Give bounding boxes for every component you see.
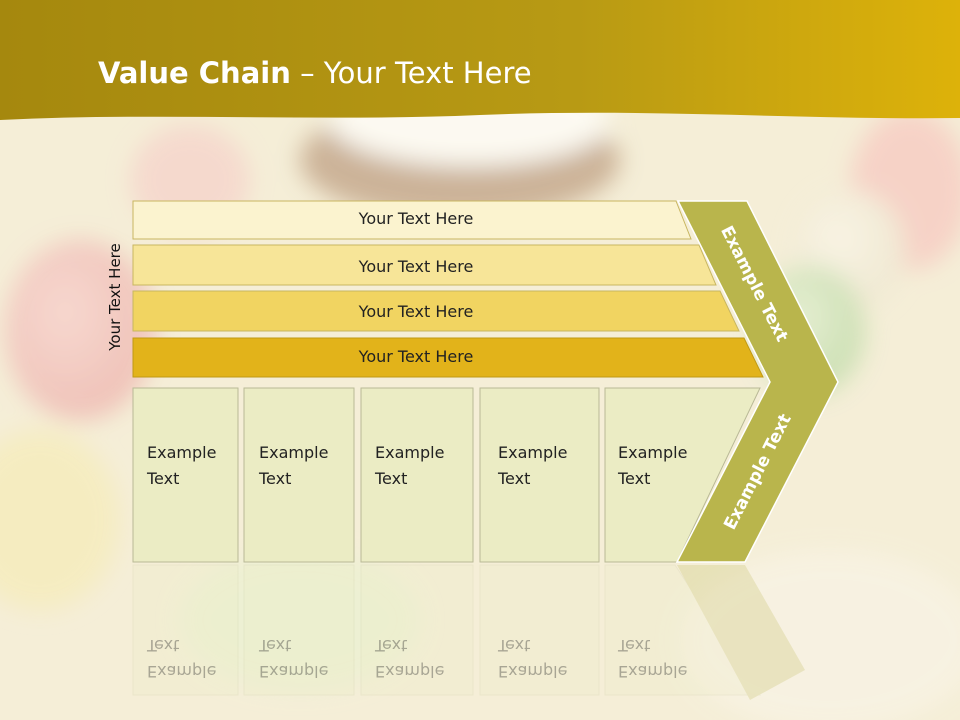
- box-2-line-1: Example: [259, 443, 329, 462]
- bar-3-label: Your Text Here: [358, 302, 474, 321]
- box-3-line-2: Text: [375, 469, 408, 488]
- box-4-label: Example Text: [498, 440, 567, 492]
- box-5-line-1: Example: [618, 443, 688, 462]
- header-band: [0, 0, 960, 120]
- bar-3-shape: [132, 290, 740, 332]
- chevron-shape: [675, 200, 839, 563]
- title-bold: Value Chain: [98, 56, 291, 90]
- box-1-line-1: Example: [147, 443, 217, 462]
- box-3-label: Example Text: [375, 440, 444, 492]
- bar-2-label: Your Text Here: [358, 257, 474, 276]
- boxes-reflection: [132, 564, 805, 700]
- box-2-label: Example Text: [259, 440, 328, 492]
- title-rest: – Your Text Here: [290, 56, 532, 90]
- bar-1-shape: [132, 200, 692, 240]
- box-5-line-2: Text: [618, 469, 651, 488]
- box-1-shape: [132, 387, 239, 563]
- box-4-line-2: Text: [498, 469, 531, 488]
- bar-2-shape: [132, 244, 717, 286]
- box-2-shape: [243, 387, 355, 563]
- page-title: Value Chain – Your Text Here: [98, 56, 532, 90]
- box-4-shape: [479, 387, 600, 563]
- box-3-line-1: Example: [375, 443, 445, 462]
- box-2-line-2: Text: [259, 469, 292, 488]
- bar-1-label: Your Text Here: [358, 209, 474, 228]
- box-1-label: Example Text: [147, 440, 216, 492]
- box-4-line-1: Example: [498, 443, 568, 462]
- bar-4-shape: [132, 337, 764, 378]
- box-3-shape: [360, 387, 474, 563]
- box-1-line-2: Text: [147, 469, 180, 488]
- bar-4-label: Your Text Here: [358, 347, 474, 366]
- box-5-label: Example Text: [618, 440, 687, 492]
